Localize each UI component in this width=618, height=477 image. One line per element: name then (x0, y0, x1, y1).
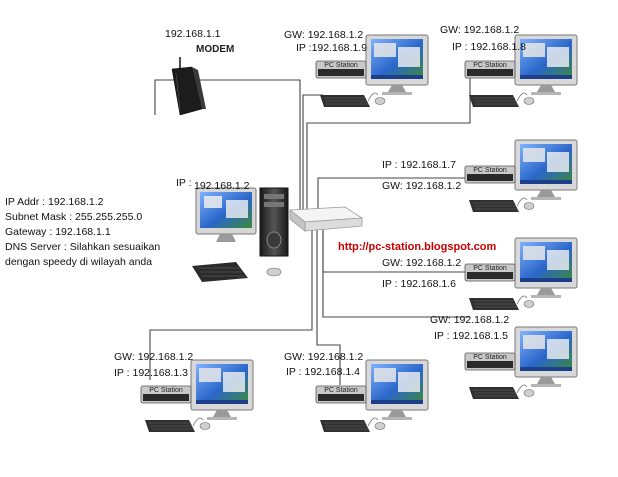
pc5-ip: IP : 192.168.1.5 (434, 330, 508, 342)
server-info-subnet: Subnet Mask : 255.255.255.0 (5, 211, 143, 223)
cable-modem (154, 79, 301, 215)
cable-pc3 (149, 225, 313, 380)
pc8-ip: IP : 192.168.1.8 (452, 41, 526, 53)
modem-ip: 192.168.1.1 (165, 28, 221, 40)
pc5-gateway: GW: 192.168.1.2 (430, 314, 510, 326)
modem-icon (171, 57, 206, 116)
server-info-dns: DNS Server : Silahkan sesuaikan (5, 241, 161, 253)
server-info-dns-note: dengan speedy di wilayah anda (5, 256, 153, 268)
pc9-gateway: GW: 192.168.1.2 (284, 29, 364, 41)
server-info-gateway: Gateway : 192.168.1.1 (5, 226, 111, 238)
pc3-gateway: GW: 192.168.1.2 (114, 351, 194, 363)
pc7-gateway: GW: 192.168.1.2 (382, 180, 462, 192)
cable-pc7 (317, 177, 470, 215)
network-cables (149, 72, 471, 385)
cable-pc4 (316, 225, 341, 385)
cable-pc5 (322, 230, 470, 318)
pc3-ip: IP : 192.168.1.3 (114, 367, 188, 379)
server-ip-label: IP : (176, 177, 192, 189)
pc8-gateway: GW: 192.168.1.2 (440, 24, 520, 36)
pc9-ip: IP :192.168.1.9 (296, 42, 368, 54)
modem-title: MODEM (196, 44, 235, 55)
pc6-gateway: GW: 192.168.1.2 (382, 257, 462, 269)
cable-pc9 (302, 94, 323, 215)
server-ip: 192.168.1.2 (194, 180, 250, 192)
website-url: http://pc-station.blogspot.com (338, 241, 497, 253)
server-computer-icon (192, 187, 289, 282)
pc4-ip: IP : 192.168.1.4 (286, 366, 360, 378)
server-info-ip: IP Addr : 192.168.1.2 (5, 196, 104, 208)
pc7-ip: IP : 192.168.1.7 (382, 159, 456, 171)
client-pc-7 (464, 139, 578, 213)
network-switch-icon (288, 206, 364, 232)
pc6-ip: IP : 192.168.1.6 (382, 278, 456, 290)
pc4-gateway: GW: 192.168.1.2 (284, 351, 364, 363)
